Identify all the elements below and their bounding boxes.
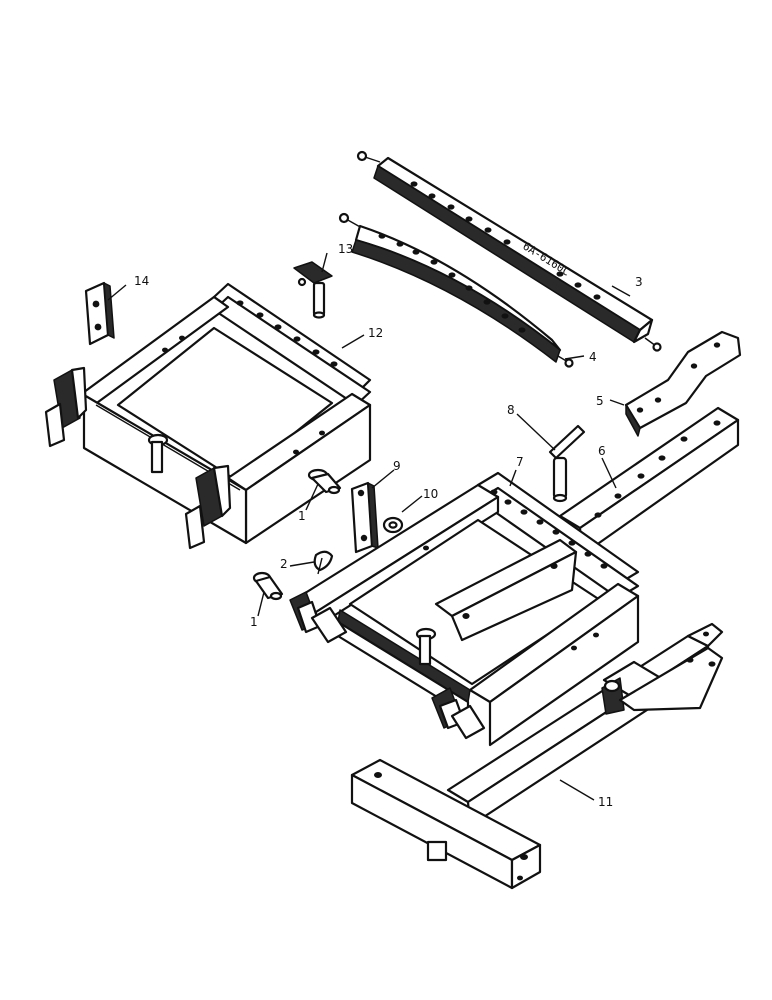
part-8-pin bbox=[548, 424, 586, 503]
callout-9: 9 bbox=[393, 459, 401, 473]
callout-numbers: 14 13 12 3 4 5 8 6 7 9 10 1 2 1 11 bbox=[134, 242, 643, 809]
callout-1-lower: 1 bbox=[250, 615, 258, 629]
callout-7: 7 bbox=[516, 455, 524, 469]
callout-13: 13 bbox=[338, 242, 353, 256]
callout-5: 5 bbox=[596, 394, 604, 408]
part-13-handle-pin bbox=[293, 261, 333, 319]
part-3-holes bbox=[410, 181, 601, 300]
part-4-lower-drawbar bbox=[338, 212, 574, 368]
part-9-link-plate bbox=[350, 481, 379, 554]
part-1-clevis-pin-lower bbox=[252, 571, 284, 601]
callout-leaders bbox=[107, 252, 631, 801]
callout-2: 2 bbox=[280, 557, 288, 571]
part-6-drawbar bbox=[558, 406, 740, 557]
callout-11: 11 bbox=[598, 795, 613, 809]
part-14-plate bbox=[84, 281, 115, 346]
part-11-t-frame bbox=[350, 622, 724, 890]
part-7-lower-frame bbox=[289, 471, 640, 747]
part-12-upper-frame bbox=[44, 282, 372, 550]
part-3-upper-drawbar: 6A-6160C bbox=[356, 150, 662, 352]
callout-14: 14 bbox=[134, 274, 149, 288]
part-4-holes bbox=[378, 233, 526, 333]
part-7-holes bbox=[423, 489, 608, 651]
callout-4: 4 bbox=[589, 350, 597, 364]
callout-12: 12 bbox=[368, 326, 383, 340]
callout-8: 8 bbox=[507, 403, 515, 417]
callout-3: 3 bbox=[635, 275, 643, 289]
part-1-clevis-pin-upper bbox=[307, 468, 342, 495]
part-2-linch-pin bbox=[313, 550, 334, 575]
part-10-washer bbox=[382, 516, 404, 534]
callout-6: 6 bbox=[598, 444, 606, 458]
callout-10: 10 bbox=[423, 487, 438, 501]
part-12-holes bbox=[162, 300, 338, 455]
part-5-offset-bar bbox=[624, 330, 742, 437]
part-6-holes bbox=[594, 420, 721, 518]
callout-1-upper: 1 bbox=[298, 509, 306, 523]
